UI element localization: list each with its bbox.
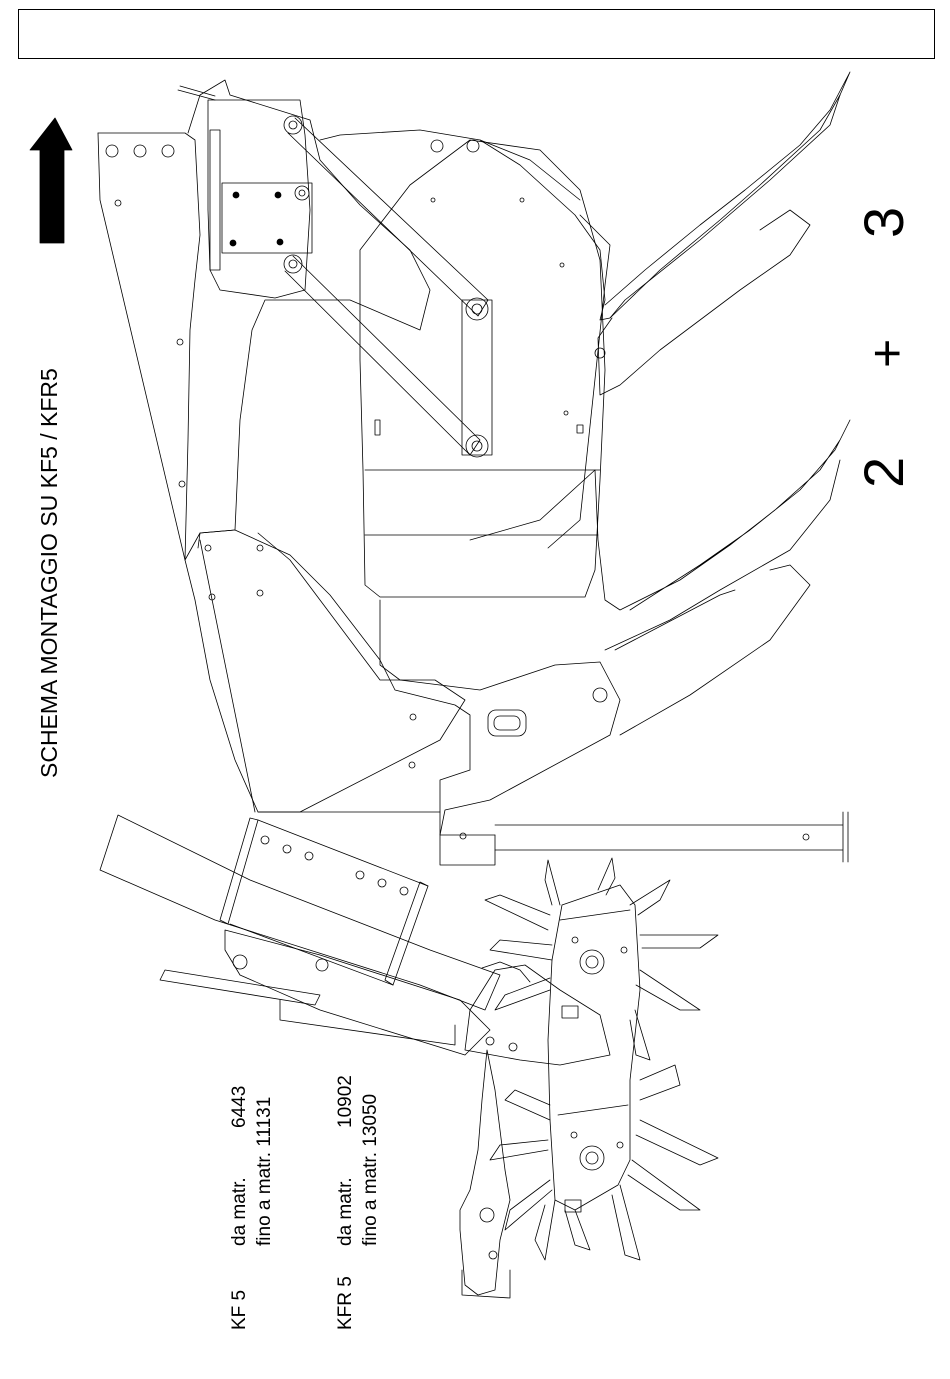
assembly-number-2: 2 — [856, 457, 912, 488]
main-frame — [98, 80, 430, 560]
kfr5-from-label: da matr. — [336, 1177, 355, 1246]
stand-leg — [495, 812, 848, 862]
assembly-plus-sign: + — [862, 339, 912, 368]
kf5-from-value: 6443 — [230, 1086, 249, 1128]
kfr5-to-text: fino a matr. 13050 — [361, 1094, 380, 1246]
roller — [548, 885, 640, 1210]
arrow-up-icon — [30, 118, 72, 243]
kf5-to-text: fino a matr. 11131 — [255, 1097, 274, 1246]
kf5-from-label: da matr. — [230, 1177, 249, 1246]
kfr5-from-value: 10902 — [336, 1075, 355, 1128]
kf5-model-label: KF 5 — [230, 1290, 249, 1330]
page-title: SCHEMA MONTAGGIO SU KF5 / KFR5 — [38, 368, 61, 778]
assembly-number-3: 3 — [856, 207, 912, 238]
kfr5-model-label: KFR 5 — [336, 1276, 355, 1330]
